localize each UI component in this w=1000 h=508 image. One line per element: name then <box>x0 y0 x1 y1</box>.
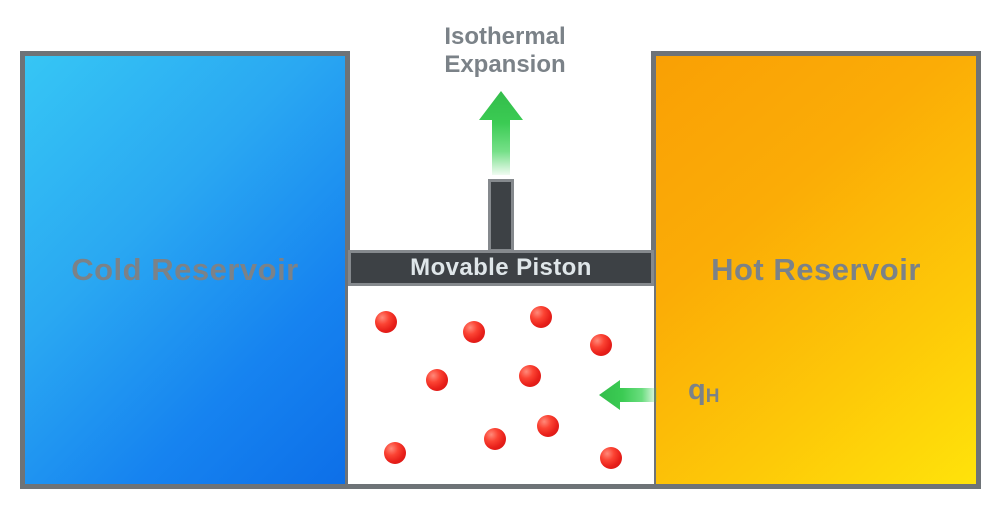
gas-molecule <box>519 365 541 387</box>
hot-reservoir-label: Hot Reservoir <box>711 252 921 287</box>
gas-molecule <box>537 415 559 437</box>
gas-molecule <box>426 369 448 391</box>
expansion-title: Isothermal Expansion <box>400 23 610 80</box>
cold-reservoir: Cold Reservoir <box>20 51 350 489</box>
heat-flow-subscript: H <box>705 386 720 407</box>
gas-molecule <box>384 442 406 464</box>
expansion-arrow-up-icon <box>479 91 523 175</box>
heat-flow-arrow-left-icon <box>599 380 657 410</box>
heat-flow-symbol: q <box>688 374 706 406</box>
heat-flow-label: qH <box>688 374 719 407</box>
gas-molecule <box>590 334 612 356</box>
expansion-title-line-1: Isothermal <box>444 23 566 50</box>
movable-piston-label: Movable Piston <box>410 254 592 281</box>
gas-molecule <box>484 428 506 450</box>
hot-reservoir: Hot Reservoir <box>651 51 981 489</box>
piston-rod[interactable] <box>488 179 514 252</box>
gas-molecule <box>463 321 485 343</box>
gas-molecule <box>375 311 397 333</box>
gas-molecule <box>530 306 552 328</box>
cold-reservoir-label: Cold Reservoir <box>71 252 299 287</box>
expansion-title-line-2: Expansion <box>444 51 566 79</box>
movable-piston[interactable]: Movable Piston <box>348 250 654 286</box>
chamber-floor <box>345 484 657 489</box>
gas-molecule <box>600 447 622 469</box>
